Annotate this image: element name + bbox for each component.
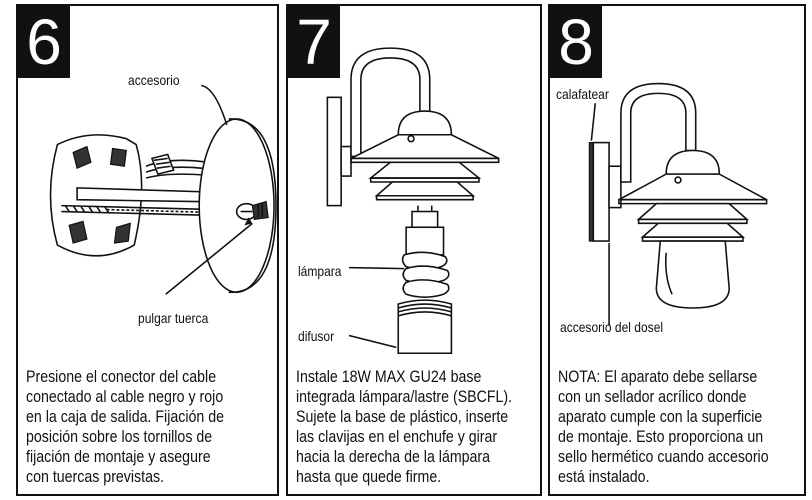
step-6-panel: 6 accesorio pulgar tuerca Presione el co… — [16, 4, 279, 496]
step-8-caption: NOTA: El aparato debe sellarse con un se… — [558, 367, 798, 487]
step-6-illustration — [49, 84, 277, 295]
glass-globe — [655, 240, 730, 309]
caption-line: hasta que quede firme. — [296, 468, 442, 486]
mounting-bar — [76, 187, 206, 203]
caption-line: sello hermético cuando accesorio — [558, 448, 769, 466]
step-6-caption: Presione el conector del cable conectado… — [26, 367, 271, 487]
caption-line: con un sellador acrílico donde — [558, 388, 747, 406]
wall-plate — [326, 96, 342, 207]
step-7-illustration — [326, 47, 500, 355]
step-8-illustration — [588, 82, 768, 326]
caption-line: Instale 18W MAX GU24 base — [296, 368, 482, 386]
caption-line: con tuercas previstas. — [26, 468, 165, 486]
lamp-label: lámpara — [298, 263, 342, 279]
step-number: 8 — [550, 6, 602, 78]
caption-line: integrada lámpara/lastre (SBCFL). — [296, 388, 513, 406]
caption-line: de montaje. Esto proporciona un — [558, 428, 764, 446]
caption-line: Presione el conector del cable — [26, 368, 217, 386]
caption-line: las clavijas en el enchufe y girar — [296, 428, 498, 446]
caption-line: aparato cumple con la superficie — [558, 408, 763, 426]
caption-line: NOTA: El aparato debe sellarse — [558, 368, 758, 386]
caulk-label: calafatear — [556, 86, 609, 102]
caption-line: en la caja de salida. Fijación de — [26, 408, 225, 426]
shade-cone — [350, 133, 500, 160]
shade-dome — [665, 149, 721, 175]
caption-line: posición sobre los tornillos de — [26, 428, 213, 446]
thumb-nut-label: pulgar tuerca — [138, 310, 209, 326]
cfl-spiral — [402, 279, 450, 298]
gu24-base — [411, 210, 439, 229]
wall-plate — [592, 141, 610, 242]
caption-line: conectado al cable negro y rojo — [26, 388, 224, 406]
step-number: 6 — [18, 6, 70, 78]
shade-dome — [397, 110, 453, 136]
shade-cone — [618, 173, 767, 201]
step-8-panel: 8 calafatear accesorio del dosel NOTA: E… — [548, 4, 806, 496]
caption-line: Sujete la base de plástico, inserte — [296, 408, 509, 426]
diffuser-label: difusor — [298, 328, 335, 344]
caption-line: fijación de montaje y asegure — [26, 448, 211, 466]
caption-line: está instalado. — [558, 468, 650, 486]
step-7-panel: 7 lámpara difusor Instale 18W MAX GU24 b… — [286, 4, 542, 496]
step-7-caption: Instale 18W MAX GU24 base integrada lámp… — [296, 367, 534, 487]
canopy-label: accesorio del dosel — [560, 319, 664, 335]
fixture-label: accesorio — [128, 72, 180, 88]
step-number: 7 — [288, 6, 340, 78]
caption-line: hacia la derecha de la lámpara — [296, 448, 491, 466]
thumb-nut-shape — [251, 200, 269, 221]
